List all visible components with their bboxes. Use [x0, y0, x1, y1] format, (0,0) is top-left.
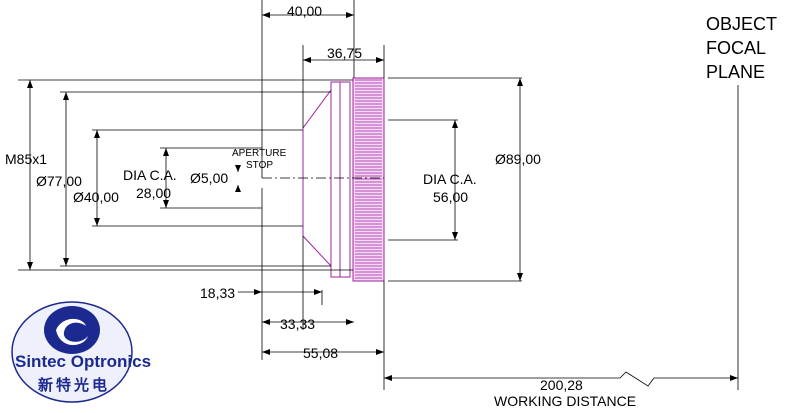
lens-collar: [339, 81, 351, 278]
dim-aperture-dia: Ø5,00: [190, 170, 228, 186]
object-plane-line1: OBJECT: [706, 14, 777, 34]
lens-knurled-ring: [352, 77, 385, 282]
logo-name: Sintec Optronics: [15, 352, 151, 371]
dia-ca-right-label: DIA C.A.: [423, 171, 477, 187]
logo-chinese: 新特光电: [38, 376, 110, 394]
company-logo: Sintec Optronics 新特光电: [11, 301, 151, 403]
dim-dia-40: Ø40,00: [73, 189, 119, 205]
dia-ca-left-value: 28,00: [136, 185, 171, 201]
dim-36-75: 36,75: [327, 45, 362, 61]
dim-33-33: 33,33: [280, 316, 315, 332]
dim-dia-77: Ø77,00: [36, 173, 82, 189]
aperture-label: APERTURE: [232, 148, 287, 159]
dim-thread-m85: M85x1: [5, 151, 47, 167]
logo-swoosh-icon: [44, 306, 100, 354]
dia-ca-left-label: DIA C.A.: [123, 167, 177, 183]
lens-barrel: [330, 81, 341, 278]
dimension-lines: [29, 14, 738, 387]
stop-label: STOP: [246, 160, 273, 171]
working-distance-label: WORKING DISTANCE: [494, 393, 636, 409]
arrowheads: [27, 12, 738, 381]
vertical-extension-lines: [261, 0, 739, 390]
extension-lines: [18, 77, 522, 282]
working-distance-value: 200,28: [540, 377, 583, 393]
object-plane-line3: PLANE: [706, 62, 765, 82]
dim-55-08: 55,08: [303, 345, 338, 361]
object-plane-line2: FOCAL: [706, 38, 766, 58]
dim-dia-89: Ø89,00: [495, 151, 541, 167]
dim-40: 40,00: [287, 3, 322, 19]
knurl-texture: [355, 79, 382, 279]
dia-ca-right-value: 56,00: [433, 189, 468, 205]
lens-body: [302, 77, 385, 282]
dim-18-33: 18,33: [200, 285, 235, 301]
